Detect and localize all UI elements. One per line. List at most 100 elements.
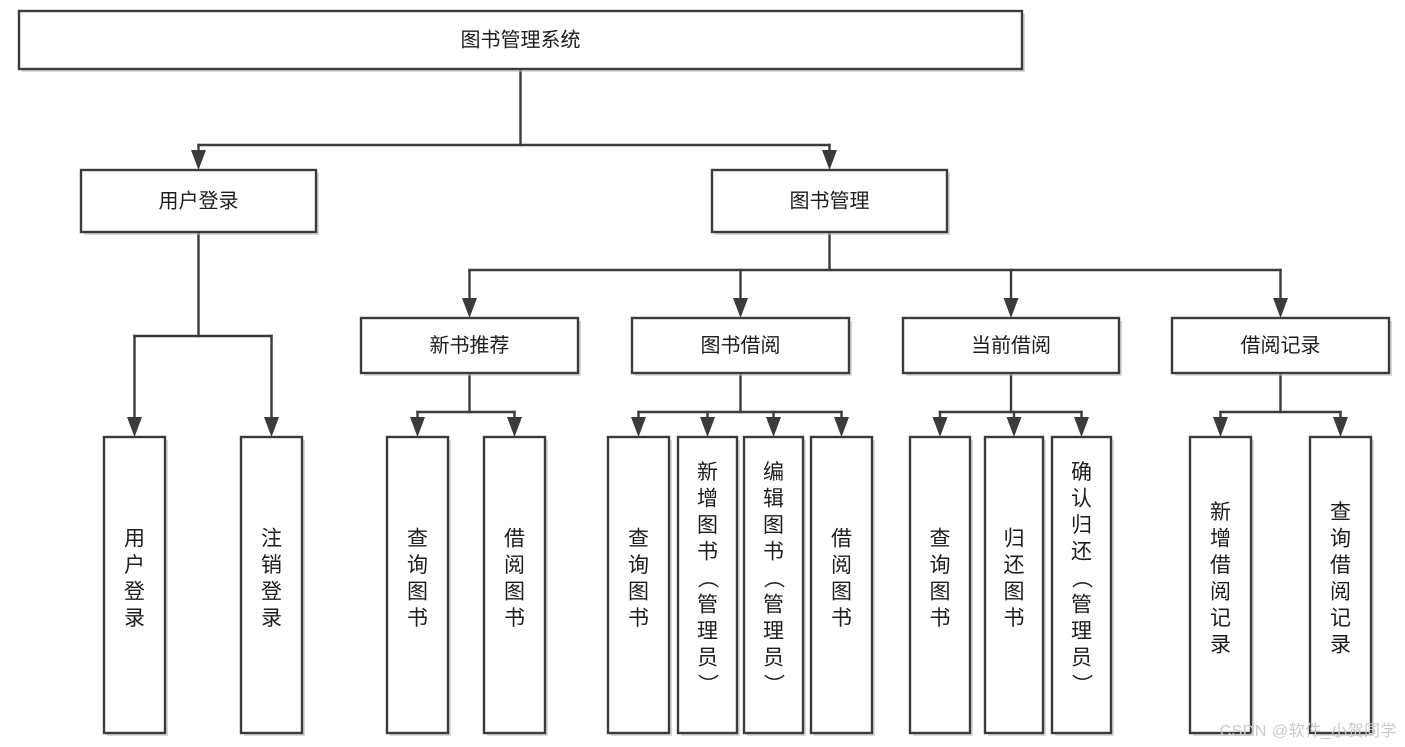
node-label-char: 注 — [261, 527, 282, 550]
arrow-head-icon — [1003, 298, 1019, 318]
node-label: 当前借阅 — [971, 334, 1051, 357]
node-borrow-query-book[interactable]: 查询图书查询图书 — [606, 435, 672, 736]
node-label-char: 新 — [1210, 501, 1231, 524]
node-label-char: ） — [1070, 674, 1093, 695]
node-label-char: 管 — [1071, 594, 1092, 617]
node-borrow-record[interactable]: 借阅记录 — [1170, 316, 1392, 376]
node-label-char: 查 — [1330, 501, 1351, 524]
node-label-char: （ — [762, 568, 785, 589]
node-label-char: 录 — [124, 607, 145, 630]
node-label-char: 借 — [1210, 554, 1231, 577]
arrow-head-icon — [462, 298, 477, 318]
node-box[interactable] — [983, 435, 1045, 735]
arrow-head-icon — [127, 417, 142, 437]
node-box[interactable] — [809, 435, 874, 735]
arrow-head-icon — [1006, 417, 1022, 437]
node-box[interactable] — [239, 435, 304, 735]
arrow-head-icon — [410, 417, 425, 437]
node-box[interactable] — [17, 9, 1024, 71]
node-label-char: 理 — [763, 620, 784, 643]
node-label-char: （ — [1070, 568, 1093, 589]
node-label-char: 理 — [697, 620, 718, 643]
arrow-head-icon — [700, 417, 715, 437]
node-label-char: 还 — [1004, 554, 1025, 577]
node-box[interactable] — [1170, 316, 1391, 375]
node-label-char: 查 — [930, 527, 951, 550]
node-label-char: 员 — [763, 647, 784, 670]
node-label-char: 增 — [697, 488, 718, 511]
node-record-query[interactable]: 查询借阅记录查询借阅记录 — [1308, 435, 1374, 736]
node-record-add[interactable]: 新增借阅记录新增借阅记录 — [1188, 435, 1254, 736]
node-user-logout[interactable]: 注销登录注销登录 — [239, 435, 305, 736]
node-label-char: 阅 — [1330, 580, 1351, 603]
node-box[interactable] — [79, 168, 318, 234]
node-label-char: 查 — [407, 527, 428, 550]
node-label-char: 管 — [763, 594, 784, 617]
node-borrow-borrow-book[interactable]: 借阅图书借阅图书 — [809, 435, 875, 736]
node-label: 图书借阅 — [701, 334, 781, 357]
node-box[interactable] — [385, 435, 450, 735]
node-label-char: 登 — [261, 580, 282, 603]
node-box[interactable] — [908, 435, 972, 735]
node-recommend-query-book[interactable]: 查询图书查询图书 — [385, 435, 451, 736]
node-box[interactable] — [901, 316, 1121, 375]
node-label-char: 认 — [1071, 488, 1092, 511]
node-current-query-book[interactable]: 查询图书查询图书 — [908, 435, 973, 736]
node-label-char: 用 — [124, 527, 145, 550]
node-label-char: 书 — [763, 541, 784, 564]
node-label-char: 编 — [763, 461, 784, 484]
node-box[interactable] — [676, 435, 739, 735]
node-label-char: 员 — [697, 647, 718, 670]
node-box[interactable] — [482, 435, 547, 735]
arrow-head-icon — [191, 150, 206, 170]
node-label-char: 书 — [628, 607, 649, 630]
node-label-char: 增 — [1210, 527, 1231, 550]
node-label-char: 书 — [504, 607, 525, 630]
node-box[interactable] — [606, 435, 671, 735]
node-label-char: 登 — [124, 580, 145, 603]
node-user-login-do[interactable]: 用户登录用户登录 — [102, 435, 168, 736]
node-new-book-recommend[interactable]: 新书推荐 — [359, 316, 581, 376]
node-current-return-book[interactable]: 归还图书归还图书 — [983, 435, 1046, 736]
node-label-char: 借 — [831, 527, 852, 550]
node-label-char: 书 — [697, 541, 718, 564]
node-label-char: 查 — [628, 527, 649, 550]
node-label-char: 书 — [407, 607, 428, 630]
node-recommend-borrow-book[interactable]: 借阅图书借阅图书 — [482, 435, 548, 736]
node-label-char: ） — [762, 674, 785, 695]
node-box[interactable] — [1308, 435, 1373, 735]
node-label-char: 录 — [1210, 633, 1231, 656]
node-book-manage[interactable]: 图书管理 — [710, 168, 950, 235]
node-box[interactable] — [359, 316, 580, 375]
node-box[interactable] — [630, 316, 851, 375]
node-label-char: 销 — [261, 554, 282, 577]
node-label-char: 图 — [763, 514, 784, 537]
node-box[interactable] — [1050, 435, 1113, 735]
node-label-char: 管 — [697, 594, 718, 617]
node-label-char: 借 — [504, 527, 525, 550]
node-label-char: 员 — [1071, 647, 1092, 670]
node-label-char: 图 — [407, 580, 428, 603]
node-current-borrow[interactable]: 当前借阅 — [901, 316, 1122, 376]
node-root[interactable]: 图书管理系统 — [17, 9, 1025, 72]
node-label-char: 归 — [1004, 527, 1025, 550]
node-label-char: 图 — [930, 580, 951, 603]
node-label-char: （ — [696, 568, 719, 589]
node-box[interactable] — [102, 435, 167, 735]
node-label-char: 图 — [628, 580, 649, 603]
node-box[interactable] — [710, 168, 949, 234]
node-label-char: 图 — [697, 514, 718, 537]
node-box[interactable] — [742, 435, 805, 735]
node-label-char: 归 — [1071, 514, 1092, 537]
node-book-borrow[interactable]: 图书借阅 — [630, 316, 852, 376]
node-user-login[interactable]: 用户登录 — [79, 168, 319, 235]
node-box[interactable] — [1188, 435, 1253, 735]
node-label-char: 阅 — [504, 554, 525, 577]
node-label: 图书管理系统 — [461, 28, 581, 51]
arrow-head-icon — [932, 417, 948, 437]
arrow-head-icon — [1273, 298, 1288, 318]
node-label: 用户登录 — [159, 189, 239, 212]
